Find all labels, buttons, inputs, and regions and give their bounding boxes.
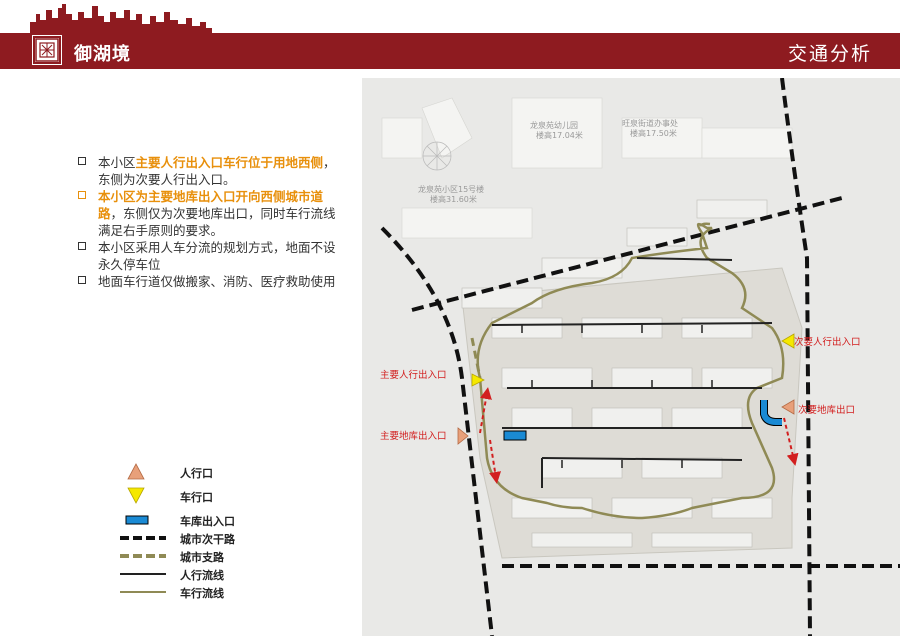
secondary-garage-exit-label: 次要地库出口 xyxy=(798,404,855,416)
pedestrian-flow-lines xyxy=(491,257,773,488)
bullet-square-icon xyxy=(78,276,86,284)
residential-buildings xyxy=(461,199,773,548)
main-pedestrian-entrance-label: 主要人行出入口 xyxy=(380,369,447,381)
main-vehicle-entrance-icon xyxy=(471,373,485,387)
bullet-square-icon xyxy=(78,191,86,199)
main-garage-entrance-icon xyxy=(503,430,527,441)
legend-label: 车库出入口 xyxy=(180,515,235,528)
description-item: 本小区主要人行出入口车行位于用地西侧，东侧为次要人行出入口。 xyxy=(78,154,338,188)
bullet-square-icon xyxy=(78,157,86,165)
kindergarten-height-label: 楼高17.04米 xyxy=(536,130,583,140)
secondary-pedestrian-entrance-label: 次要人行出入口 xyxy=(794,336,861,348)
body-text: 本小区采用人车分流的规划方式，地面不设永久停车位 xyxy=(98,240,336,272)
blue-rectangle-icon xyxy=(125,515,149,525)
olive-dashed-line-icon xyxy=(120,554,166,558)
building15-label: 龙泉苑小区15号楼 xyxy=(418,184,484,194)
page-title: 交通分析 xyxy=(787,43,872,65)
pedestrian-ticks xyxy=(521,325,713,468)
secondary-pedestrian-entrance-icon xyxy=(781,399,795,415)
surrounding-buildings xyxy=(381,97,793,239)
body-text: ，东侧仅为次要地库出口，同时车行流线满足右手原则的要求。 xyxy=(98,206,336,238)
black-dashed-line-icon xyxy=(120,536,166,540)
legend-label: 人行口 xyxy=(180,467,213,480)
kindergarten-label: 龙泉苑幼儿园 xyxy=(530,120,578,130)
description-list: 本小区主要人行出入口车行位于用地西侧，东侧为次要人行出入口。本小区为主要地库出入… xyxy=(78,154,338,290)
body-text: ，东侧为次要人行出入口。 xyxy=(98,155,336,187)
body-text: 本小区 xyxy=(98,155,136,170)
secondary-garage-exit-icon xyxy=(761,400,782,425)
site-plan-map: 龙泉苑幼儿园 楼高17.04米 旺泉街道办事处 楼高17.50米 龙泉苑小区15… xyxy=(362,78,900,636)
bullet-square-icon xyxy=(78,242,86,250)
skyline-decoration xyxy=(30,4,212,36)
legend-item: 车库出入口 xyxy=(118,510,338,530)
highlight-text: 本小区为主要地库出入口开向西侧城市道路 xyxy=(98,189,324,221)
highlight-text: 主要人行出入口车行位于用地西侧 xyxy=(135,155,324,170)
main-pedestrian-entrance-icon xyxy=(457,427,469,445)
office-label: 旺泉街道办事处 xyxy=(622,118,678,128)
legend-item: 人行口 xyxy=(118,462,338,482)
yellow-triangle-icon xyxy=(127,487,145,504)
city-secondary-roads xyxy=(380,78,900,636)
olive-line-icon xyxy=(120,591,166,593)
brand-logo-icon xyxy=(32,35,62,65)
legend-item: 城市次干路 xyxy=(118,528,338,548)
brand-name: 御湖境 xyxy=(74,44,131,65)
legend-label: 城市次干路 xyxy=(180,533,235,546)
legend-item: 车行流线 xyxy=(118,582,338,602)
black-line-icon xyxy=(120,573,166,575)
legend-label: 城市支路 xyxy=(180,551,224,564)
compass-decoration xyxy=(422,141,452,171)
vehicle-flow-line xyxy=(476,222,785,520)
description-item: 地面车行道仅做搬家、消防、医疗救助使用 xyxy=(78,273,338,290)
legend-item: 人行流线 xyxy=(118,564,338,584)
description-item: 本小区采用人车分流的规划方式，地面不设永久停车位 xyxy=(78,239,338,273)
legend-label: 车行口 xyxy=(180,491,213,504)
main-garage-entrance-label: 主要地库出入口 xyxy=(380,430,447,442)
header-bar: 御湖境 交通分析 xyxy=(0,33,900,69)
legend-item: 城市支路 xyxy=(118,546,338,566)
building15-height-label: 楼高31.60米 xyxy=(430,194,477,204)
body-text: 地面车行道仅做搬家、消防、医疗救助使用 xyxy=(98,274,336,289)
orange-triangle-icon xyxy=(127,463,145,480)
legend-label: 人行流线 xyxy=(180,569,224,582)
legend-item: 车行口 xyxy=(118,486,338,506)
secondary-garage-exit-arrow xyxy=(783,417,799,466)
legend-label: 车行流线 xyxy=(180,587,224,600)
office-height-label: 楼高17.50米 xyxy=(630,128,677,138)
secondary-vehicle-entrance-icon xyxy=(781,333,795,349)
description-item: 本小区为主要地库出入口开向西侧城市道路，东侧仅为次要地库出口，同时车行流线满足右… xyxy=(78,188,338,239)
